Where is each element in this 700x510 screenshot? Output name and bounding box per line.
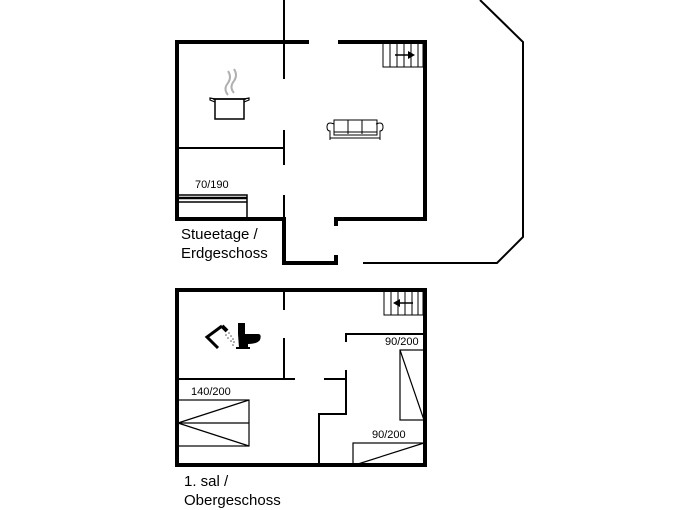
cooking-pot-icon xyxy=(209,68,250,120)
upper-floor-plan xyxy=(175,288,427,467)
ground-floor-plan xyxy=(175,0,524,265)
exterior-wall xyxy=(175,288,427,467)
bed-140-200 xyxy=(177,399,250,447)
bed-size-label: 90/200 xyxy=(385,336,419,348)
interior-wall xyxy=(345,333,425,342)
floor-label-line: Erdgeschoss xyxy=(181,245,268,262)
stairs-icon xyxy=(383,290,424,316)
bed-90-200-a xyxy=(399,349,425,421)
bed-size-label: 70/190 xyxy=(195,179,229,191)
bed-70-190 xyxy=(176,194,248,220)
floor-label-line: 1. sal / xyxy=(184,473,229,490)
bed-size-label: 90/200 xyxy=(372,429,406,441)
floor-label-line: Obergeschoss xyxy=(184,492,281,509)
stairs-icon xyxy=(382,42,424,68)
floor-label-upper: 1. sal / Obergeschoss xyxy=(184,472,281,510)
floor-label-ground: Stueetage / Erdgeschoss xyxy=(181,225,268,263)
bed-size-label: 140/200 xyxy=(191,386,231,398)
bed-90-200-b xyxy=(352,442,425,465)
terrace-outline xyxy=(363,0,524,264)
interior-wall xyxy=(318,370,347,465)
toilet-icon xyxy=(236,323,261,349)
shower-icon xyxy=(204,324,235,350)
floor-label-line: Stueetage / xyxy=(181,226,258,243)
exterior-wall xyxy=(334,40,427,226)
sofa-icon xyxy=(326,119,384,140)
